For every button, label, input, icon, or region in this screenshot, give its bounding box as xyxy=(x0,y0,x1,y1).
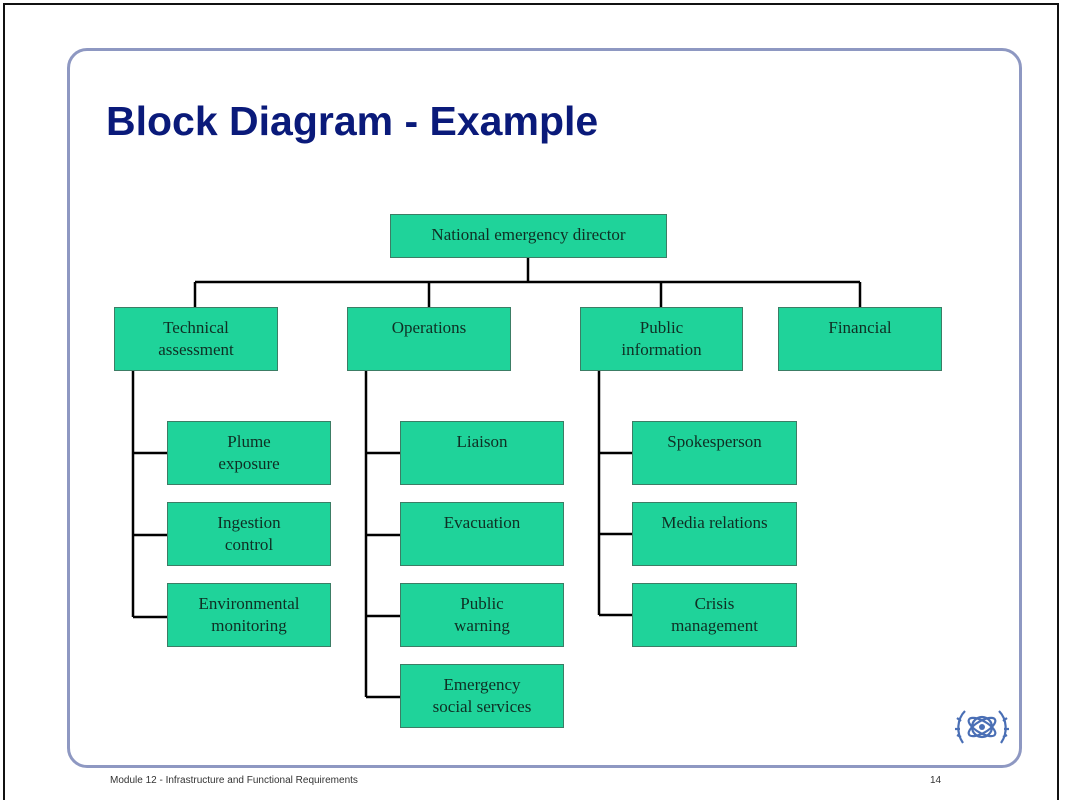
node-ingestion-control: Ingestion control xyxy=(167,502,331,566)
node-evacuation: Evacuation xyxy=(400,502,564,566)
slide-title: Block Diagram - Example xyxy=(106,98,599,144)
node-liaison: Liaison xyxy=(400,421,564,485)
node-financial: Financial xyxy=(778,307,942,371)
node-media-relations: Media relations xyxy=(632,502,797,566)
footer-module-label: Module 12 - Infrastructure and Functiona… xyxy=(110,775,358,786)
node-technical-assessment: Technical assessment xyxy=(114,307,278,371)
node-national-emergency-director: National emergency director xyxy=(390,214,667,258)
node-operations: Operations xyxy=(347,307,511,371)
node-environmental-monitoring: Environmental monitoring xyxy=(167,583,331,647)
node-public-warning: Public warning xyxy=(400,583,564,647)
node-emergency-social-services: Emergency social services xyxy=(400,664,564,728)
un-atom-emblem-icon xyxy=(955,710,1009,744)
slide-frame xyxy=(67,48,1022,768)
screen-frame xyxy=(3,3,1059,800)
page-number: 14 xyxy=(930,775,942,786)
node-crisis-management: Crisis management xyxy=(632,583,797,647)
node-spokesperson: Spokesperson xyxy=(632,421,797,485)
node-public-information: Public information xyxy=(580,307,743,371)
node-plume-exposure: Plume exposure xyxy=(167,421,331,485)
